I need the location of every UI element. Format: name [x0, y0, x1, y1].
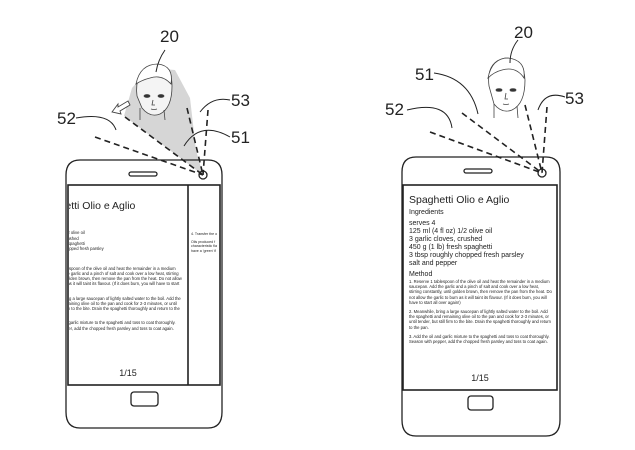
leader-lines-right — [406, 39, 566, 129]
beam-lines-left — [94, 107, 209, 176]
ingredient: 3 tbsp roughly chopped fresh parsley — [409, 252, 524, 259]
label-20-right: 20 — [514, 23, 533, 42]
ingredient: salt and pepper — [409, 260, 458, 267]
phone-left — [65, 159, 223, 429]
right-screen-page[interactable]: Spaghetti Olio e Aglio Ingredients serve… — [404, 186, 556, 389]
next-page-line: have a 'green' fl — [191, 248, 217, 253]
next-page-line: 4. Transfer the o — [191, 232, 218, 236]
leader-lines-left — [75, 49, 231, 147]
label-52-right: 52 — [385, 100, 404, 119]
ingredient: 450 g (1 lb) fresh spaghetti — [69, 240, 85, 246]
label-53-right: 53 — [565, 89, 584, 108]
page-indicator: 1/15 — [119, 368, 137, 378]
ingredient: serves 4 — [409, 220, 436, 227]
user-face-left — [135, 63, 173, 121]
method-step: 2. Meanwhile, bring a large saucepan of … — [69, 295, 181, 312]
method-step: 2. Meanwhile, bring a large saucepan of … — [409, 309, 551, 330]
ingredient: 3 tbsp roughly chopped fresh parsley — [69, 246, 104, 252]
method-step: 1. Reserve 1 tablespoon of the olive oil… — [409, 279, 552, 305]
method-step: 3. Add the oil and garlic mixture to the… — [69, 320, 176, 331]
page-indicator: 1/15 — [471, 373, 489, 383]
direction-arrow — [111, 100, 131, 115]
ingredient: 450 g (1 lb) fresh spaghetti — [409, 244, 493, 251]
recipe-title: Spaghetti Olio e Aglio — [69, 200, 136, 212]
beam-lines-right — [429, 104, 548, 174]
method-step: 1. Reserve 1 tablespoon of the olive oil… — [69, 265, 182, 287]
label-51-right: 51 — [415, 65, 434, 84]
user-face-right — [487, 57, 526, 119]
recipe-title: Spaghetti Olio e Aglio — [409, 194, 510, 206]
left-screen-next-page[interactable]: 4. Transfer the o Oils produced f charac… — [189, 186, 218, 384]
ingredient: 125 ml (4 fl oz) 1/2 olive oil — [409, 228, 493, 235]
left-screen-current-page[interactable]: Spaghetti Olio e Aglio Ingredients serve… — [69, 186, 187, 384]
ingredient: 125 ml (4 fl oz) 1/2 olive oil — [69, 230, 85, 236]
label-51-left: 51 — [231, 128, 250, 147]
ingredient: 3 garlic cloves, crushed — [69, 235, 79, 241]
method-step: 3. Add the oil and garlic mixture to the… — [409, 333, 550, 345]
ingredients-heading: Ingredients — [69, 216, 183, 221]
label-52-left: 52 — [57, 109, 76, 128]
phone-right — [401, 156, 561, 437]
next-page-line: Oils produced f — [191, 239, 216, 244]
next-page-line: characteristic fla — [191, 244, 217, 248]
label-53-left: 53 — [231, 91, 250, 110]
method-heading: Method — [409, 271, 433, 278]
label-20-left: 20 — [160, 27, 179, 46]
ingredients-heading: Ingredients — [409, 209, 444, 216]
ingredient: 3 garlic cloves, crushed — [409, 236, 483, 243]
